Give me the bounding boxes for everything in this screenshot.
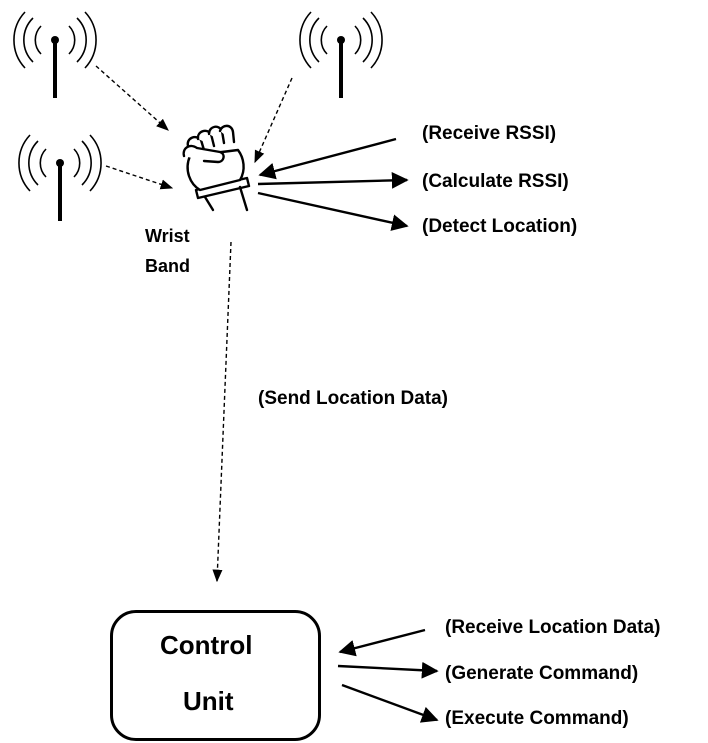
execute-command-arrow — [341, 683, 439, 723]
signal-arrow — [105, 165, 174, 190]
wrist-band-label-line1: Wrist — [145, 226, 190, 246]
antenna-icon — [18, 134, 102, 221]
receive-rssi-label: (Receive RSSI) — [422, 123, 557, 144]
receive-location-arrow — [338, 628, 426, 657]
detect-location-arrow — [257, 191, 409, 231]
generate-command-label: (Generate Command) — [445, 663, 639, 684]
control-unit-label-line2: Unit — [183, 686, 234, 716]
detect-location-label: (Detect Location) — [422, 216, 578, 237]
execute-command-label: (Execute Command) — [445, 708, 629, 729]
calculate-rssi-label: (Calculate RSSI) — [422, 171, 569, 192]
signal-arrow — [254, 77, 293, 164]
antenna-icon — [299, 11, 383, 98]
receive-location-label: (Receive Location Data) — [445, 617, 661, 638]
send-location-link — [212, 241, 232, 583]
calculate-rssi-arrow — [257, 172, 409, 189]
receive-rssi-arrow — [258, 137, 397, 180]
generate-command-arrow — [337, 661, 439, 679]
antenna-icon — [13, 11, 97, 98]
control-unit-box — [110, 610, 321, 741]
wrist-band-fist-icon — [182, 124, 251, 212]
send-location-label: (Send Location Data) — [258, 388, 449, 409]
signal-arrow — [95, 65, 169, 131]
control-unit-label-line1: Control — [160, 630, 253, 660]
wrist-band-label-line2: Band — [145, 256, 190, 276]
